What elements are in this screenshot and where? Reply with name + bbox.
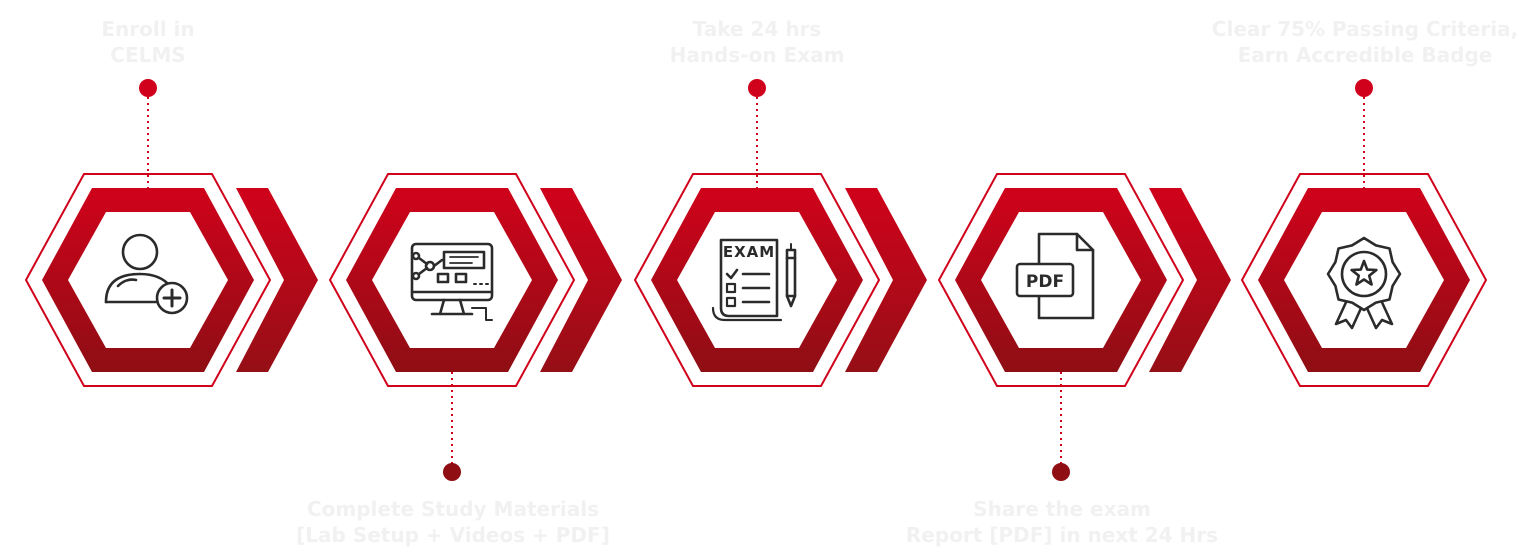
pdf-file-icon: PDF <box>1015 232 1095 320</box>
exam-icon-text: EXAM <box>723 243 775 261</box>
chevron-arrow-4 <box>1149 188 1231 372</box>
step-5-hex-outline <box>1240 173 1488 387</box>
chevron-arrow-3 <box>845 188 927 372</box>
computer-network-icon <box>410 242 494 321</box>
step-1-label-line-1: Enroll in <box>101 17 195 41</box>
step-3-label-line-1: Take 24 hrs <box>692 17 822 41</box>
step-3-hex-inner <box>677 212 837 348</box>
step-4-label: Share the exam Report [PDF] in next 24 H… <box>892 496 1232 548</box>
step-4-label-line-1: Share the exam <box>973 497 1151 521</box>
step-2-hex-outline <box>328 173 576 387</box>
step-2-label: Complete Study Materials [Lab Setup + Vi… <box>283 496 623 548</box>
step-3-hex-outline <box>633 173 881 387</box>
step-1-label: Enroll in CELMS <box>0 16 318 68</box>
chevron-arrow-2 <box>540 188 622 372</box>
step-5-label-line-2: Earn Accredible Badge <box>1237 43 1493 67</box>
step-4-hex-outline <box>937 173 1185 387</box>
step-1-hex-outline <box>24 173 272 387</box>
step-5-connector-dot <box>1355 79 1373 97</box>
step-5-label: Clear 75% Passing Criteria, Earn Accredi… <box>1195 16 1535 68</box>
step-2-connector-dot <box>443 463 461 481</box>
step-5-label-line-1: Clear 75% Passing Criteria, <box>1211 17 1519 41</box>
chevron-arrow-1 <box>236 188 318 372</box>
step-3-label: Take 24 hrs Hands-on Exam <box>587 16 927 68</box>
step-1-connector-dot <box>139 79 157 97</box>
step-2-label-line-1: Complete Study Materials <box>306 497 600 521</box>
step-2-label-line-2: [Lab Setup + Videos + PDF] <box>296 523 610 547</box>
exam-sheet-icon: EXAM <box>711 238 797 322</box>
pdf-icon-text: PDF <box>1026 272 1064 292</box>
step-3-connector-dot <box>748 79 766 97</box>
step-1-label-line-2: CELMS <box>110 43 186 67</box>
add-user-icon <box>104 233 189 315</box>
award-badge-icon <box>1326 236 1402 330</box>
step-4-label-line-2: Report [PDF] in next 24 Hrs <box>905 523 1219 547</box>
step-3-label-line-2: Hands-on Exam <box>669 43 845 67</box>
step-4-connector-dot <box>1052 463 1070 481</box>
step-1-hex-inner <box>68 212 228 348</box>
